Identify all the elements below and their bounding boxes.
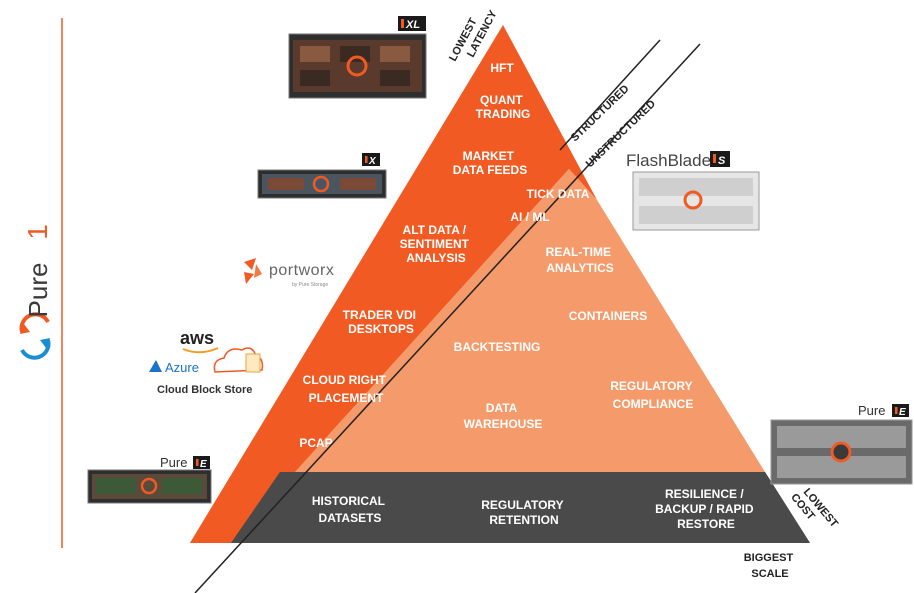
svg-text:Pure: Pure — [858, 403, 885, 418]
pure-logo-icon — [140, 477, 158, 495]
ai-ml-label: AI / ML — [510, 210, 549, 224]
pure-logo-icon — [830, 441, 852, 463]
trader-vdi-label: TRADER VDI DESKTOPS — [343, 308, 420, 336]
xl-badge: XL — [398, 16, 426, 31]
pure-logo-icon — [312, 175, 330, 193]
containers-label: CONTAINERS — [569, 309, 647, 323]
unstructured-region — [231, 169, 765, 543]
historical-datasets-label: HISTORICAL DATASETS — [312, 494, 388, 525]
cloud-icon — [213, 347, 264, 373]
pure1-icon — [19, 312, 51, 360]
svg-text:E: E — [899, 407, 906, 418]
real-time-analytics-label: REAL-TIME ANALYTICS — [546, 245, 615, 275]
pure-e-left-device — [87, 469, 212, 504]
pure-logo-icon — [683, 190, 703, 210]
structured-region — [190, 25, 597, 543]
pcap-label: PCAP — [299, 436, 332, 450]
svg-text:portworx: portworx — [269, 262, 334, 279]
unstructured-divider — [194, 43, 701, 593]
portworx-icon — [244, 258, 262, 284]
structured-divider — [559, 39, 661, 151]
svg-text:XL: XL — [405, 19, 420, 31]
flashblade-s-badge: FlashBlade S — [626, 151, 730, 170]
hft-label: HFT — [490, 61, 514, 75]
svg-text:E: E — [200, 459, 207, 470]
cloud-block-store-label: Cloud Block Store — [157, 384, 252, 396]
resilience-backup-label: RESILIENCE / BACKUP / RAPID RESTORE — [655, 487, 757, 531]
flasharray-xl-device — [288, 33, 427, 99]
database-icon — [245, 353, 261, 373]
pure1-word: Pure — [23, 263, 53, 318]
svg-text:FlashBlade: FlashBlade — [626, 151, 711, 170]
base-band-fill — [231, 472, 810, 543]
pure-e-left-badge: Pure E — [160, 455, 210, 470]
svg-text:by Pure Storage: by Pure Storage — [292, 282, 328, 288]
pure1-logo: Pure 1 — [19, 224, 53, 360]
svg-text:S: S — [718, 155, 726, 167]
pure-logo-icon — [346, 55, 368, 77]
flashblade-s-device — [632, 171, 760, 231]
biggest-scale-label: BIGGEST SCALE — [744, 552, 797, 580]
pure-e-right-badge: Pure E — [858, 403, 909, 418]
backtesting-label: BACKTESTING — [454, 340, 541, 354]
cloud-right-placement-label: CLOUD RIGHT PLACEMENT — [303, 373, 390, 405]
azure-label: Azure — [165, 360, 199, 375]
pure-e-right-device — [770, 419, 913, 485]
pure1-mark: 1 — [22, 224, 53, 240]
regulatory-retention-label: REGULATORY RETENTION — [481, 498, 567, 527]
azure-icon — [149, 360, 162, 372]
portworx-logo: portworx by Pure Storage — [244, 258, 334, 288]
data-warehouse-label: DATA WAREHOUSE — [464, 401, 543, 431]
svg-text:X: X — [368, 156, 377, 167]
tick-data-label: TICK DATA — [527, 187, 590, 201]
quant-trading-label: QUANT TRADING — [476, 93, 531, 121]
aws-logo: aws — [180, 328, 214, 348]
cloud-block-store-group: aws Azure Cloud Block Store — [149, 328, 264, 396]
flasharray-x-device — [257, 169, 387, 199]
regulatory-compliance-label: REGULATORY COMPLIANCE — [610, 379, 696, 411]
svg-text:Pure: Pure — [160, 455, 187, 470]
alt-data-label: ALT DATA / SENTIMENT ANALYSIS — [400, 223, 473, 265]
x-badge: X — [362, 153, 380, 167]
structured-base-strip — [190, 472, 280, 543]
aws-smile-icon — [182, 347, 219, 354]
market-data-feeds-label: MARKET DATA FEEDS — [453, 149, 527, 177]
